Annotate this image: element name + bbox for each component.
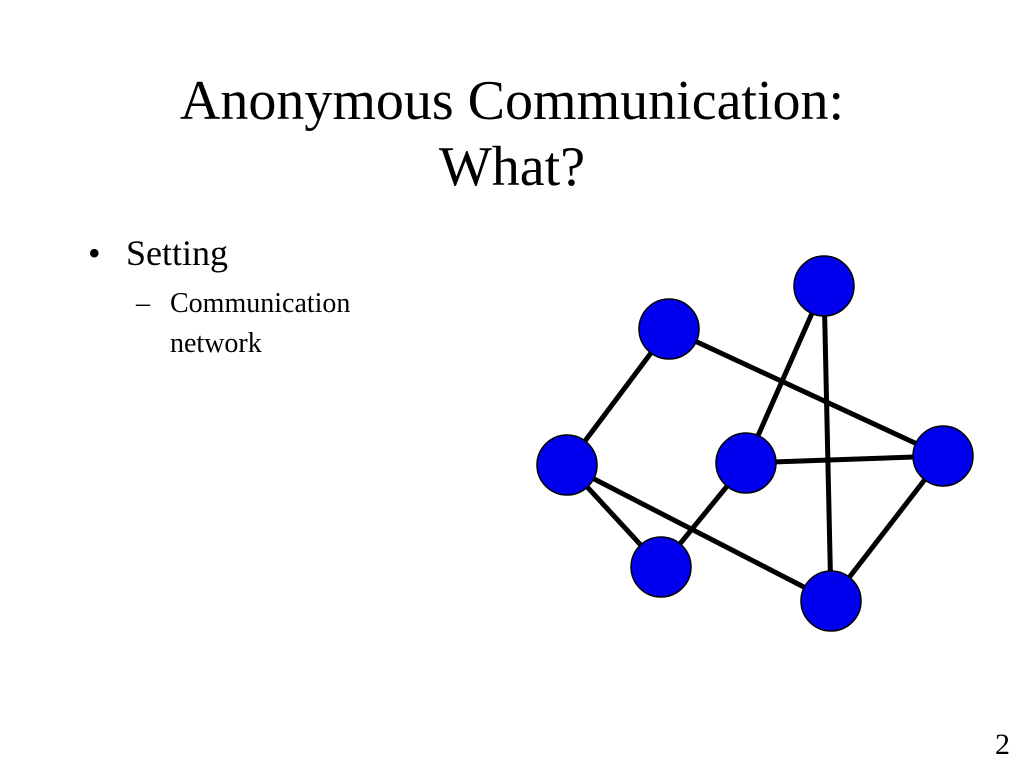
edge-n1-n4: [743, 283, 827, 466]
sub-bullet-text-line-1: Communication: [170, 288, 351, 319]
node-n4: [715, 432, 777, 494]
node-n7: [800, 570, 862, 632]
node-n3: [536, 434, 598, 496]
edge-n4-n5: [743, 453, 946, 466]
bullet-text: Setting: [126, 233, 229, 273]
sub-bullet-marker: –: [136, 288, 150, 319]
edge-n3-n7: [564, 462, 834, 604]
node-n5: [912, 425, 974, 487]
edge-n1-n7: [821, 283, 834, 604]
node-n2: [638, 298, 700, 360]
sub-bullet-item: – Communication network: [88, 284, 428, 364]
node-n6: [630, 536, 692, 598]
bullet-item-setting: • Setting: [88, 232, 428, 274]
page-number: 2: [995, 728, 1010, 761]
title-line-1: Anonymous Communication:: [179, 70, 845, 132]
node-n1: [793, 255, 855, 317]
edge-n2-n5: [666, 326, 946, 459]
title-line-2: What?: [438, 136, 586, 198]
slide-title: Anonymous Communication: What?: [0, 68, 1024, 200]
bullet-marker: •: [88, 233, 101, 273]
bullet-list: • Setting – Communication network: [88, 232, 428, 364]
sub-bullet-text-line-2: network: [170, 328, 262, 359]
network-nodes: [536, 255, 974, 632]
